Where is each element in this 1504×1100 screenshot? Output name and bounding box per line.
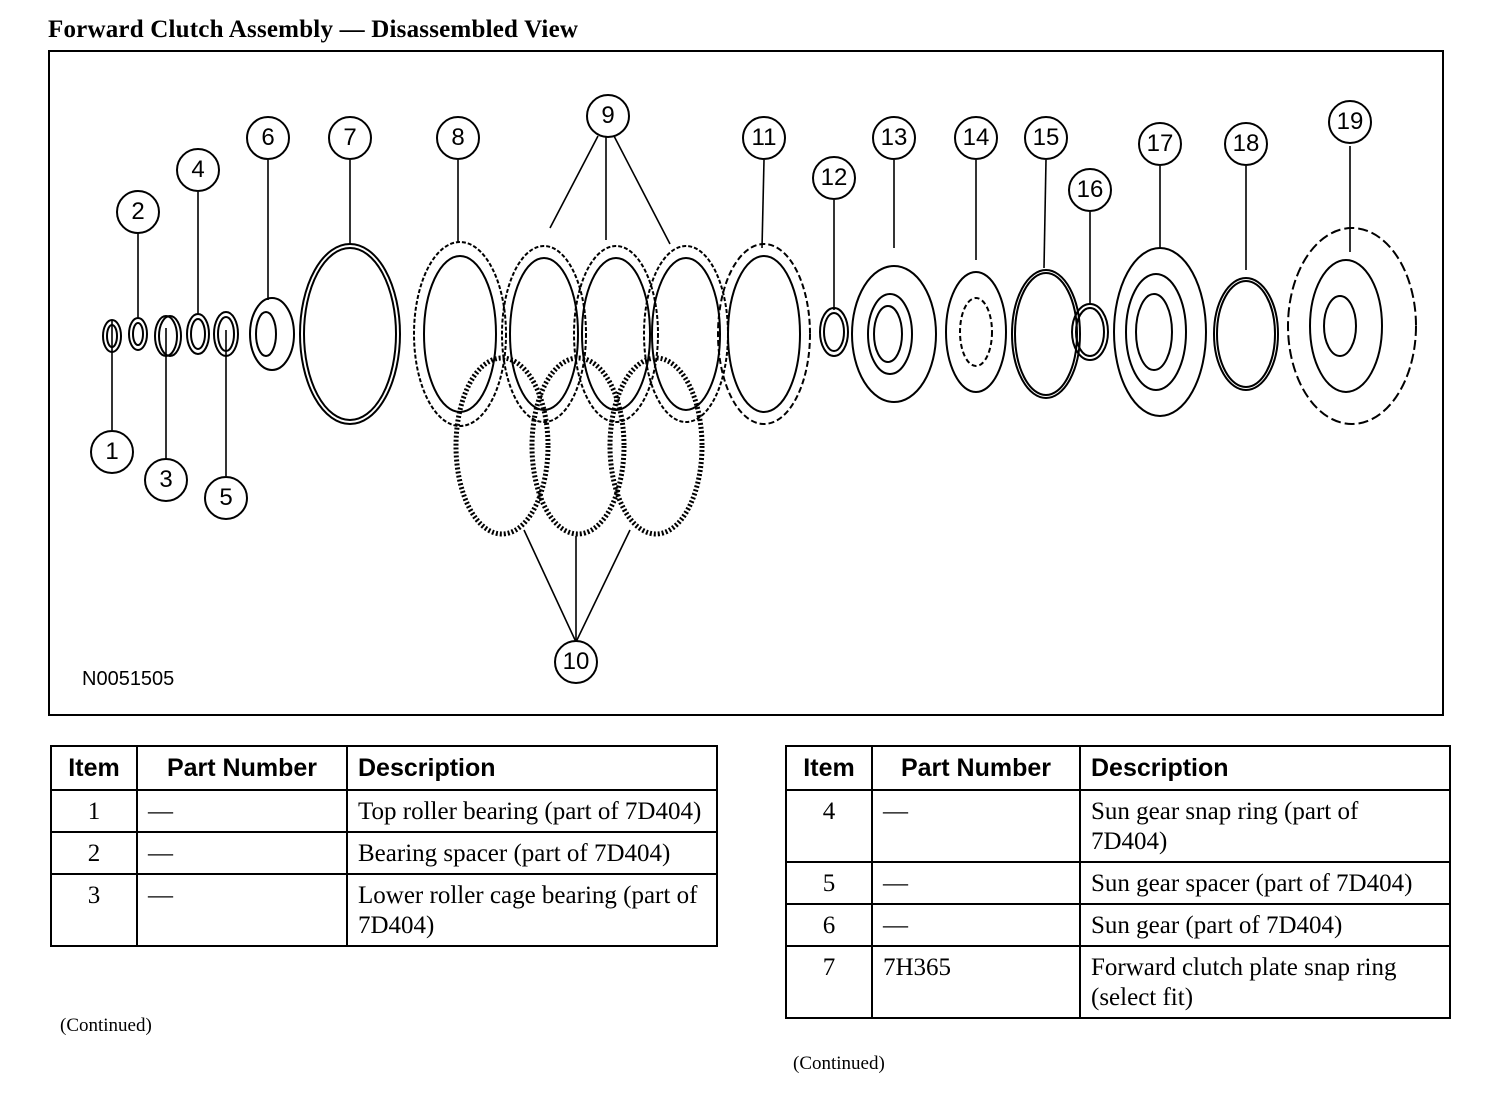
continued-note-left: (Continued) — [60, 1015, 152, 1036]
exploded-view-figure: 1 2 3 4 5 6 7 8 9 10 11 12 13 14 15 16 1… — [48, 50, 1444, 716]
continued-note-right: (Continued) — [793, 1053, 885, 1074]
parts-table-right: Item Part Number Description 4 — Sun gea… — [785, 745, 1451, 1019]
callout-19: 19 — [1328, 100, 1372, 144]
callout-18: 18 — [1224, 122, 1268, 166]
part-number-cell: — — [136, 789, 348, 833]
figure-id: N0051505 — [82, 668, 175, 690]
description-cell: Top roller bearing (part of 7D404) — [346, 789, 718, 833]
description-cell: Sun gear spacer (part of 7D404) — [1079, 861, 1451, 905]
description-cell: Bearing spacer (part of 7D404) — [346, 831, 718, 875]
description-cell: Lower roller cage bearing (part of 7D404… — [346, 873, 718, 947]
column-header-part-number: Part Number — [136, 745, 348, 791]
description-cell: Sun gear snap ring (part of 7D404) — [1079, 789, 1451, 863]
part-number-cell: — — [871, 789, 1081, 863]
table-header-row: Item Part Number Description — [50, 745, 718, 791]
item-cell: 1 — [50, 789, 138, 833]
callout-10: 10 — [554, 640, 598, 684]
table-row: 6 — Sun gear (part of 7D404) — [785, 903, 1451, 947]
description-cell: Sun gear (part of 7D404) — [1079, 903, 1451, 947]
callout-14: 14 — [954, 116, 998, 160]
item-cell: 4 — [785, 789, 873, 863]
parts-table-left: Item Part Number Description 1 — Top rol… — [50, 745, 718, 947]
item-cell: 5 — [785, 861, 873, 905]
item-cell: 2 — [50, 831, 138, 875]
table-row: 3 — Lower roller cage bearing (part of 7… — [50, 873, 718, 947]
column-header-item: Item — [50, 745, 138, 791]
page-title: Forward Clutch Assembly — Disassembled V… — [48, 16, 579, 43]
item-cell: 3 — [50, 873, 138, 947]
table-row: 7 7H365 Forward clutch plate snap ring (… — [785, 945, 1451, 1019]
callout-13: 13 — [872, 116, 916, 160]
callout-4: 4 — [176, 148, 220, 192]
part-number-cell: — — [871, 861, 1081, 905]
table-row: 2 — Bearing spacer (part of 7D404) — [50, 831, 718, 875]
callout-1: 1 — [90, 430, 134, 474]
callout-17: 17 — [1138, 122, 1182, 166]
part-number-cell: — — [136, 831, 348, 875]
callout-11: 11 — [742, 116, 786, 160]
callout-12: 12 — [812, 156, 856, 200]
callout-2: 2 — [116, 190, 160, 234]
item-cell: 7 — [785, 945, 873, 1019]
callout-9: 9 — [586, 94, 630, 138]
callout-16: 16 — [1068, 168, 1112, 212]
description-cell: Forward clutch plate snap ring (select f… — [1079, 945, 1451, 1019]
part-number-cell: — — [871, 903, 1081, 947]
callout-15: 15 — [1024, 116, 1068, 160]
exploded-view-drawing — [102, 135, 1417, 643]
callout-7: 7 — [328, 116, 372, 160]
parts — [102, 227, 1417, 537]
column-header-description: Description — [346, 745, 718, 791]
callout-3: 3 — [144, 458, 188, 502]
column-header-item: Item — [785, 745, 873, 791]
column-header-description: Description — [1079, 745, 1451, 791]
column-header-part-number: Part Number — [871, 745, 1081, 791]
callout-5: 5 — [204, 476, 248, 520]
table-row: 5 — Sun gear spacer (part of 7D404) — [785, 861, 1451, 905]
callout-8: 8 — [436, 116, 480, 160]
part-number-cell: — — [136, 873, 348, 947]
table-header-row: Item Part Number Description — [785, 745, 1451, 791]
table-row: 1 — Top roller bearing (part of 7D404) — [50, 789, 718, 833]
part-number-cell: 7H365 — [871, 945, 1081, 1019]
table-row: 4 — Sun gear snap ring (part of 7D404) — [785, 789, 1451, 863]
leader-lines — [111, 135, 1351, 643]
callout-6: 6 — [246, 116, 290, 160]
item-cell: 6 — [785, 903, 873, 947]
